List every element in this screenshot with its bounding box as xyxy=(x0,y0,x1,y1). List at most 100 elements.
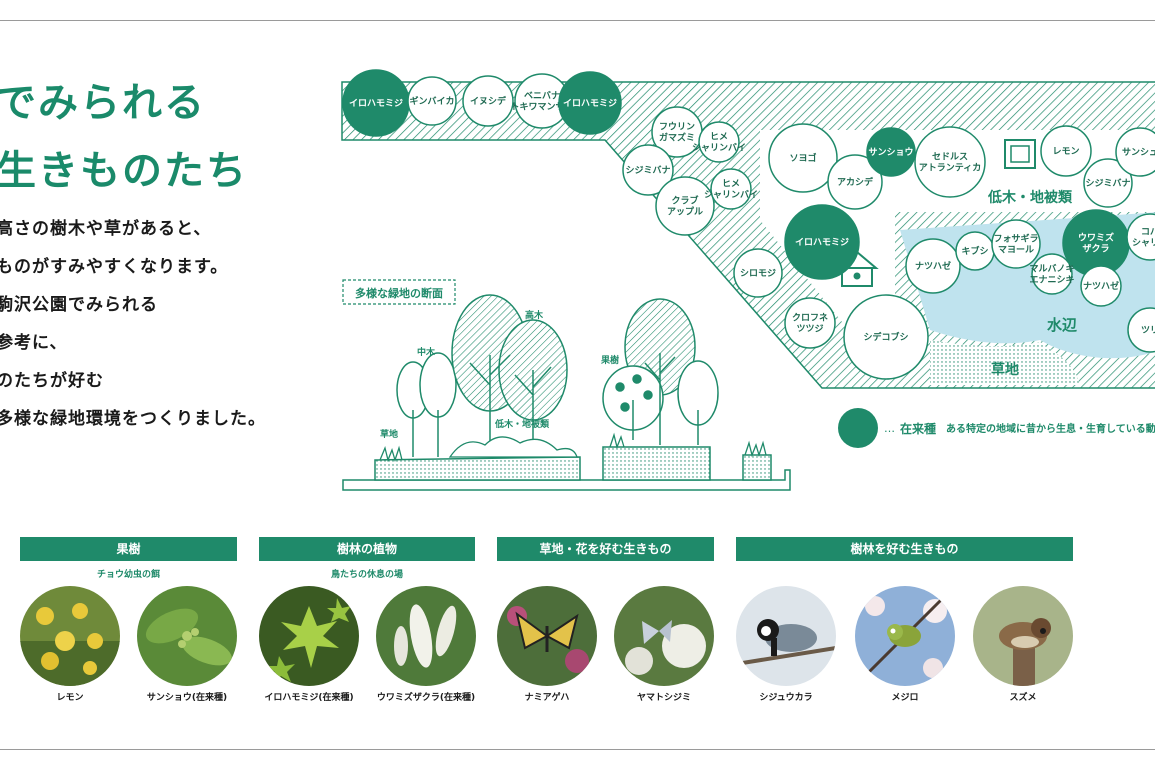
tree-label: マルバノキ xyxy=(1029,264,1074,275)
tree-label: フウリン xyxy=(659,122,695,133)
section-title-box xyxy=(342,279,456,305)
tree-label: シャリンバイ xyxy=(704,190,758,201)
tree-circle xyxy=(622,144,674,196)
tree-circle xyxy=(784,297,836,349)
tree-label: ソヨゴ xyxy=(789,152,816,164)
tree-circle xyxy=(827,154,883,210)
photo-white-eye xyxy=(855,586,955,686)
tree-circle xyxy=(1040,125,1092,177)
intro-line: 参考に、 xyxy=(0,333,68,353)
tree-circle xyxy=(843,294,929,380)
tree-circle xyxy=(1083,158,1133,208)
photo-caption: ナミアゲハ xyxy=(524,693,570,703)
tree-label: ザクラ xyxy=(1082,244,1109,255)
planting-map: イロハモミジギンバイカイヌシデベニバナトキワマンサクイロハモミジフウリンガマズミ… xyxy=(341,69,1155,448)
section-label-fruit: 果樹 xyxy=(600,354,619,366)
tree-marker-natsuhaze2: ナツハゼ xyxy=(1080,265,1122,307)
photo-caption: サンショウ(在来種) xyxy=(146,693,228,703)
tree-label: エナニシキ xyxy=(1029,275,1074,286)
tree-marker-soyogo: ソヨゴ xyxy=(768,123,838,193)
photo-lemon xyxy=(20,586,120,686)
tree-label: レモン xyxy=(1052,146,1079,157)
tree-circle xyxy=(710,168,752,210)
tree-label: シジミバナ xyxy=(625,165,670,176)
photo-caption: ウワミズザクラ(在来種) xyxy=(376,693,476,703)
tree-label: ツリ xyxy=(1141,325,1155,336)
photo-sansho xyxy=(137,586,237,686)
intro-line: 多様な緑地環境をつくりました。 xyxy=(0,409,266,429)
photo-caption: シジュウカラ xyxy=(759,693,813,703)
intro-text: 高さの樹木や草があると、 ものがすみやすくなります。 駒沢公園でみられる 参考に… xyxy=(0,210,266,438)
tree-circle xyxy=(768,123,838,193)
photo-caption: ヤマトシジミ xyxy=(636,693,691,703)
tree-label: ヒメ xyxy=(722,179,740,190)
tree-label: シジミバナ xyxy=(1085,178,1130,189)
intro-line: ものがすみやすくなります。 xyxy=(0,257,229,277)
photo-swallowtail xyxy=(497,586,597,686)
tree-marker-ginbaika: ギンバイカ xyxy=(407,76,457,126)
tree-circle xyxy=(655,176,715,236)
photo-caption: スズメ xyxy=(1009,693,1037,703)
tree-marker-akashide: アカシデ xyxy=(827,154,883,210)
tree-circle xyxy=(1031,253,1073,295)
tree-label: イロハモミジ xyxy=(349,98,403,109)
tree-label: クラブ xyxy=(671,195,698,207)
tree-marker-tsuri: ツリ xyxy=(1127,307,1155,353)
intro-line: 駒沢公園でみられる xyxy=(0,295,158,315)
photo-sparrow xyxy=(973,586,1073,686)
tree-circle xyxy=(462,75,514,127)
tree-marker-shiromoji: シロモジ xyxy=(733,248,783,298)
tree-label: アップル xyxy=(667,206,703,218)
tree-label: シャリン xyxy=(1132,238,1155,249)
tree-label: ギンバイカ xyxy=(409,95,454,107)
tree-label: ツツジ xyxy=(796,324,823,335)
tree-label: ウワミズ xyxy=(1078,232,1114,244)
tree-label: トキワマンサク xyxy=(510,102,573,113)
grass-area xyxy=(930,340,1080,385)
tree-marker-sanshou: サンショウ xyxy=(866,127,916,177)
category-subtitle-woodland-plants: 鳥たちの休息の場 xyxy=(330,570,403,580)
tree-label: ナツハゼ xyxy=(1083,280,1119,292)
section-label-mid: 中木 xyxy=(417,346,436,358)
tree-circle xyxy=(733,248,783,298)
tree-marker-lemon: レモン xyxy=(1040,125,1092,177)
tree-circle xyxy=(1127,307,1155,353)
tree-marker-kibushi: キブシ xyxy=(955,231,995,271)
category-band-woodland-creatures: 樹林を好む生きもの xyxy=(736,537,1073,561)
native-species-marker xyxy=(838,408,878,448)
section-label-grass: 草地 xyxy=(380,428,398,440)
tree-label: フォサギラ xyxy=(993,233,1038,245)
tree-label: イヌシデ xyxy=(470,95,507,107)
tree-marker-shidekobushi: シデコブシ xyxy=(843,294,929,380)
photo-uwamizu-cherry xyxy=(376,586,476,686)
tree-marker-natsuhaze1: ナツハゼ xyxy=(905,238,961,294)
tree-circle xyxy=(698,121,740,163)
top-rule xyxy=(0,20,1155,21)
tree-marker-shijimi2: シジミバナ xyxy=(1083,158,1133,208)
tree-circle xyxy=(905,238,961,294)
tree-marker-inusida: イヌシデ xyxy=(462,75,514,127)
tree-marker-sanshu: サンシュ xyxy=(1115,127,1155,177)
heading-line-1: でみられる xyxy=(0,80,206,126)
photo-great-tit xyxy=(736,586,836,686)
legend-prefix: … xyxy=(884,422,895,435)
category-band-fruit-trees: 果樹 xyxy=(20,537,237,561)
tree-circle xyxy=(1115,127,1155,177)
photo-caption: レモン xyxy=(56,693,84,703)
tree-label: シロモジ xyxy=(740,268,776,279)
category-band-meadow-creatures: 草地・花を好む生きもの xyxy=(497,537,714,561)
tree-circle xyxy=(407,76,457,126)
legend-description: ある特定の地域に昔から生息・生育している動植 xyxy=(946,422,1155,435)
category-band-woodland-plants: 樹林の植物 xyxy=(259,537,475,561)
section-label-shrub: 低木・地被類 xyxy=(494,418,550,430)
tree-label: ガマズミ xyxy=(659,132,695,144)
tree-circle xyxy=(1126,213,1155,261)
legend-term: 在来種 xyxy=(900,421,936,436)
